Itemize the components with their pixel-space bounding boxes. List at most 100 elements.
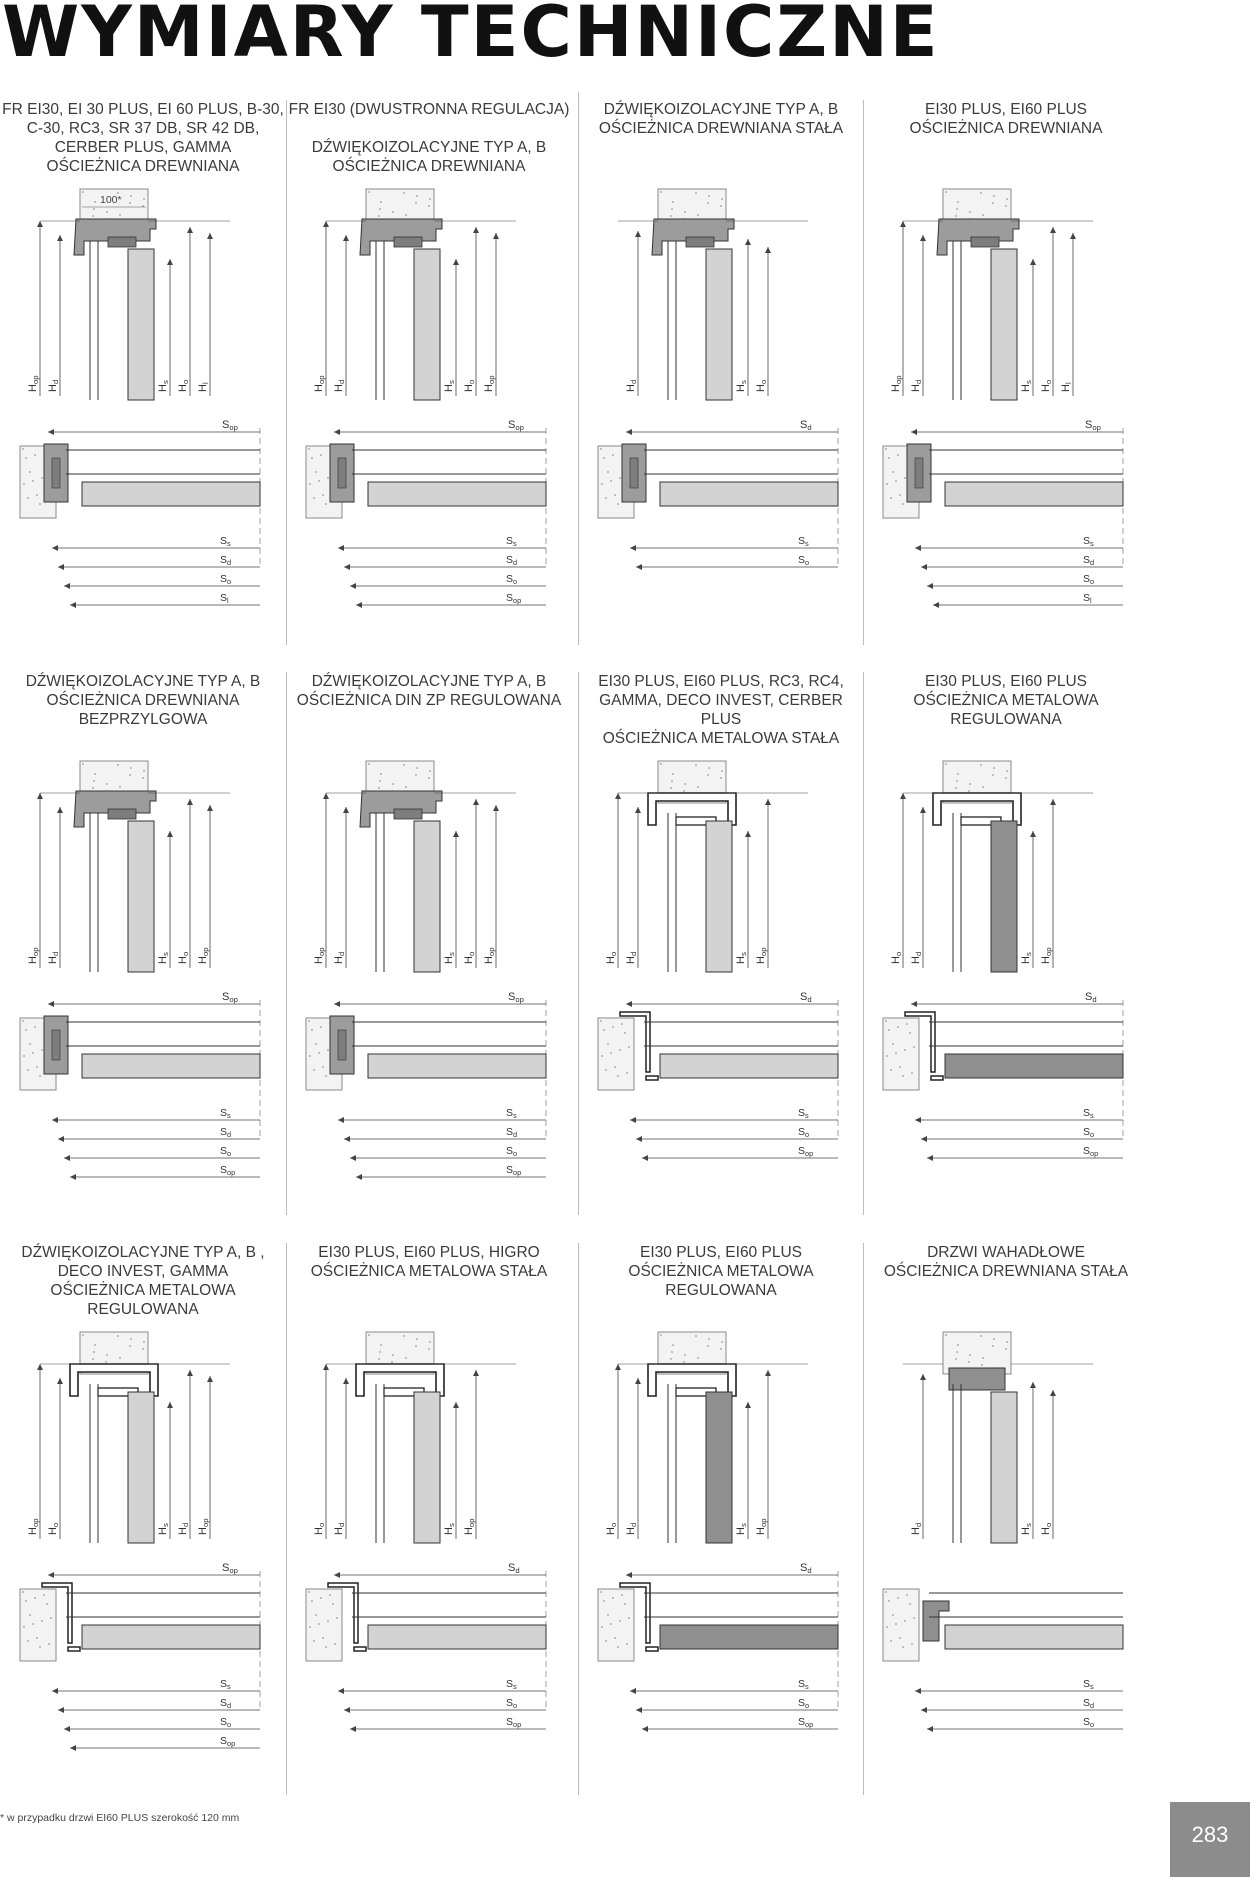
header-line: EI30 PLUS, EI60 PLUS, RC3, RC4, [598,673,844,690]
svg-text:Hop: Hop [27,1518,40,1535]
svg-text:Ss: Ss [506,1678,517,1691]
header-line: DŹWIĘKOIZOLACYJNE TYP A, B [311,673,547,690]
svg-text:Hs: Hs [1020,952,1033,964]
column-divider [286,1243,287,1795]
svg-text:Hop: Hop [27,375,40,392]
svg-text:Hs: Hs [443,380,456,392]
col-header: DŹWIĘKOIZOLACYJNE TYP A, B , DECO INVEST,… [0,1243,286,1319]
column-divider [286,100,287,645]
svg-text:Hd: Hd [177,1523,190,1535]
header-line: GAMMA, DECO INVEST, CERBER PLUS [599,692,843,728]
svg-text:Ss: Ss [1083,535,1094,548]
svg-text:Ss: Ss [1083,1678,1094,1691]
header-line: REGULOWANA [87,1301,199,1318]
svg-text:Sop: Sop [222,419,238,432]
column-divider [578,1243,579,1795]
svg-text:Hs: Hs [735,1523,748,1535]
svg-text:Hop: Hop [890,375,903,392]
svg-text:Sl: Sl [220,592,229,605]
page-number-box [1170,1802,1250,1877]
svg-text:Hs: Hs [1020,1523,1033,1535]
svg-text:Hd: Hd [333,380,346,392]
header-line: DŹWIĘKOIZOLACYJNE TYP A, B [311,139,547,156]
svg-text:Hop: Hop [483,375,496,392]
svg-text:Hd: Hd [47,380,60,392]
svg-text:Sop: Sop [798,1716,813,1729]
svg-text:Hs: Hs [1020,380,1033,392]
svg-text:Sd: Sd [1083,1697,1094,1710]
svg-text:So: So [506,573,517,586]
footnote: * w przypadku drzwi EI60 PLUS szerokość … [0,1812,240,1824]
svg-text:Sd: Sd [220,554,231,567]
header-line: OŚCIEŻNICA DREWNIANA STAŁA [598,120,844,137]
svg-text:Ss: Ss [506,1107,517,1120]
header-line: BEZPRZYLGOWA [78,711,208,728]
svg-text:Sop: Sop [220,1735,235,1748]
header-line: OŚCIEŻNICA METALOWA STAŁA [602,730,840,747]
svg-text:So: So [220,1145,231,1158]
svg-text:So: So [220,573,231,586]
svg-text:Sop: Sop [222,991,238,1004]
svg-text:100*: 100* [100,194,122,206]
svg-text:Ho: Ho [890,952,903,964]
svg-text:Hs: Hs [735,952,748,964]
svg-text:Hd: Hd [910,380,923,392]
svg-text:Hd: Hd [333,952,346,964]
svg-text:Hop: Hop [1040,947,1053,964]
svg-text:Sl: Sl [1083,592,1092,605]
svg-text:Ho: Ho [1040,1523,1053,1535]
svg-text:Ss: Ss [798,1678,809,1691]
svg-text:So: So [506,1145,517,1158]
svg-text:Sop: Sop [508,419,524,432]
svg-text:Hd: Hd [910,1523,923,1535]
svg-text:Ho: Ho [755,380,768,392]
header-line: DRZWI WAHADŁOWE [927,1244,1085,1261]
svg-text:Sop: Sop [1083,1145,1098,1158]
svg-text:Ss: Ss [506,535,517,548]
svg-text:So: So [798,1126,809,1139]
svg-text:Ho: Ho [463,380,476,392]
col-header: FR EI30 (DWUSTRONNA REGULACJA) DŹWIĘKOIZ… [286,100,572,176]
header-line: OŚCIEŻNICA METALOWA STAŁA [310,1263,548,1280]
header-line: OŚCIEŻNICA DREWNIANA [46,158,240,175]
svg-text:Ho: Ho [177,952,190,964]
svg-text:Hop: Hop [313,375,326,392]
svg-text:Ss: Ss [220,535,231,548]
header-line: OŚCIEŻNICA METALOWA [913,692,1099,709]
svg-text:Hd: Hd [625,952,638,964]
header-line: EI30 PLUS, EI60 PLUS, HIGRO [318,1244,540,1261]
svg-text:Hop: Hop [197,1518,210,1535]
header-line: DŹWIĘKOIZOLACYJNE TYP A, B , [21,1244,265,1261]
svg-text:Ho: Ho [463,952,476,964]
svg-text:So: So [506,1697,517,1710]
svg-text:Sd: Sd [508,1562,520,1575]
svg-text:Hd: Hd [625,380,638,392]
header-line: FR EI30 (DWUSTRONNA REGULACJA) [288,101,570,118]
svg-text:Sd: Sd [800,1562,812,1575]
header-line: DECO INVEST, GAMMA [57,1263,229,1280]
svg-text:Sop: Sop [506,592,521,605]
header-line: REGULOWANA [950,711,1062,728]
